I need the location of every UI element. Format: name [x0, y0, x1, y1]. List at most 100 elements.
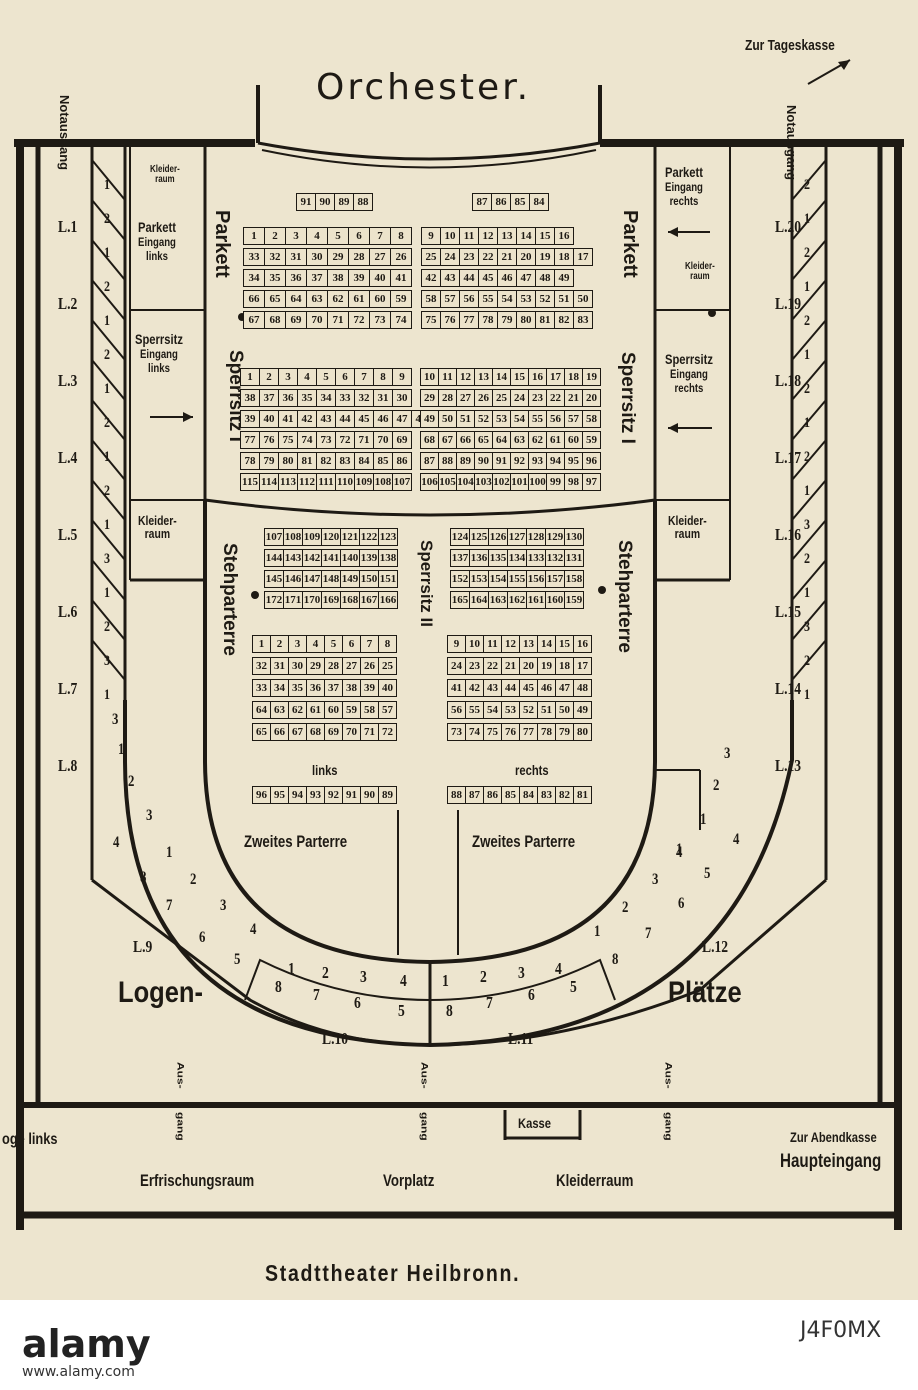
seat[interactable]: 56 [459, 290, 479, 308]
loge-box[interactable]: 3 [804, 619, 810, 635]
seat[interactable]: 39 [360, 679, 379, 697]
seat[interactable]: 3 [285, 227, 307, 245]
seat[interactable]: 124 [450, 528, 470, 546]
seat[interactable]: 18 [554, 248, 574, 266]
seat[interactable]: 161 [526, 591, 546, 609]
seat[interactable]: 51 [554, 290, 574, 308]
seat[interactable]: 70 [306, 311, 328, 329]
seat[interactable]: 14 [516, 227, 536, 245]
seat[interactable]: 87 [472, 193, 492, 211]
seat[interactable]: 95 [270, 786, 289, 804]
seat[interactable]: 36 [285, 269, 307, 287]
seat[interactable]: 102 [492, 473, 511, 491]
seat[interactable]: 45 [354, 410, 374, 428]
seat[interactable]: 60 [324, 701, 343, 719]
seat[interactable]: 14 [492, 368, 511, 386]
seat[interactable]: 155 [507, 570, 527, 588]
seat[interactable]: 91 [492, 452, 511, 470]
bottom-box-lower[interactable]: 6 [354, 993, 361, 1012]
seat[interactable]: 29 [306, 657, 325, 675]
arc-box[interactable]: 6 [678, 895, 685, 912]
loge-box[interactable]: 1 [804, 211, 810, 227]
seat[interactable]: 59 [582, 431, 601, 449]
seat[interactable]: 64 [285, 290, 307, 308]
seat[interactable]: 17 [546, 368, 565, 386]
seat[interactable]: 71 [360, 723, 379, 741]
seat[interactable]: 16 [573, 635, 592, 653]
seat[interactable]: 80 [516, 311, 536, 329]
seat[interactable]: 67 [288, 723, 307, 741]
bottom-box-upper[interactable]: 4 [400, 971, 407, 990]
seat[interactable]: 55 [528, 410, 547, 428]
loge-box[interactable]: 1 [804, 347, 810, 363]
seat[interactable]: 157 [545, 570, 565, 588]
seat[interactable]: 46 [497, 269, 517, 287]
seat[interactable]: 87 [465, 786, 484, 804]
seat[interactable]: 50 [573, 290, 593, 308]
bottom-box-lower[interactable]: 7 [313, 985, 320, 1004]
seat[interactable]: 78 [537, 723, 556, 741]
seat[interactable]: 152 [450, 570, 470, 588]
seat[interactable]: 28 [324, 657, 343, 675]
seat[interactable]: 109 [354, 473, 374, 491]
seat[interactable]: 54 [483, 701, 502, 719]
seat[interactable]: 76 [440, 311, 460, 329]
seat[interactable]: 59 [342, 701, 361, 719]
seat[interactable]: 3 [278, 368, 298, 386]
seat[interactable]: 47 [555, 679, 574, 697]
seat[interactable]: 107 [264, 528, 284, 546]
loge-box[interactable]: 2 [804, 381, 810, 397]
seat[interactable]: 125 [469, 528, 489, 546]
seat[interactable]: 100 [528, 473, 547, 491]
seat[interactable]: 25 [421, 248, 441, 266]
seat[interactable]: 1 [243, 227, 265, 245]
seat[interactable]: 96 [252, 786, 271, 804]
seat[interactable]: 85 [373, 452, 393, 470]
seat[interactable]: 74 [390, 311, 412, 329]
loge-box[interactable]: 1 [104, 381, 110, 397]
seat[interactable]: 58 [360, 701, 379, 719]
seat[interactable]: 62 [528, 431, 547, 449]
seat[interactable]: 126 [488, 528, 508, 546]
seat[interactable]: 82 [555, 786, 574, 804]
seat[interactable]: 74 [465, 723, 484, 741]
arc-box[interactable]: 1 [700, 811, 707, 828]
seat[interactable]: 66 [270, 723, 289, 741]
seat[interactable]: 42 [421, 269, 441, 287]
seat[interactable]: 81 [573, 786, 592, 804]
bottom-box-lower[interactable]: 8 [275, 977, 282, 996]
seat[interactable]: 88 [353, 193, 373, 211]
seat[interactable]: 99 [546, 473, 565, 491]
seat[interactable]: 90 [360, 786, 379, 804]
seat[interactable]: 12 [456, 368, 475, 386]
arc-box[interactable]: 4 [113, 834, 120, 851]
seat[interactable]: 131 [564, 549, 584, 567]
seat[interactable]: 75 [421, 311, 441, 329]
seat[interactable]: 79 [555, 723, 574, 741]
seat[interactable]: 151 [378, 570, 398, 588]
seat[interactable]: 48 [535, 269, 555, 287]
seat[interactable]: 135 [488, 549, 508, 567]
seat[interactable]: 66 [456, 431, 475, 449]
seat[interactable]: 79 [259, 452, 279, 470]
arc-box[interactable]: 3 [146, 807, 153, 824]
seat[interactable]: 23 [459, 248, 479, 266]
seat[interactable]: 138 [378, 549, 398, 567]
seat[interactable]: 127 [507, 528, 527, 546]
seat[interactable]: 57 [378, 701, 397, 719]
seat[interactable]: 15 [535, 227, 555, 245]
seat[interactable]: 63 [510, 431, 529, 449]
seat[interactable]: 14 [537, 635, 556, 653]
seat[interactable]: 96 [582, 452, 601, 470]
seat[interactable]: 72 [335, 431, 355, 449]
seat[interactable]: 5 [324, 635, 343, 653]
loge-box[interactable]: 2 [804, 177, 810, 193]
seat[interactable]: 25 [378, 657, 397, 675]
seat[interactable]: 24 [510, 389, 529, 407]
seat[interactable]: 163 [488, 591, 508, 609]
loge-box[interactable]: 1 [804, 279, 810, 295]
seat[interactable]: 82 [554, 311, 574, 329]
seat[interactable]: 7 [360, 635, 379, 653]
seat[interactable]: 142 [302, 549, 322, 567]
seat[interactable]: 166 [378, 591, 398, 609]
